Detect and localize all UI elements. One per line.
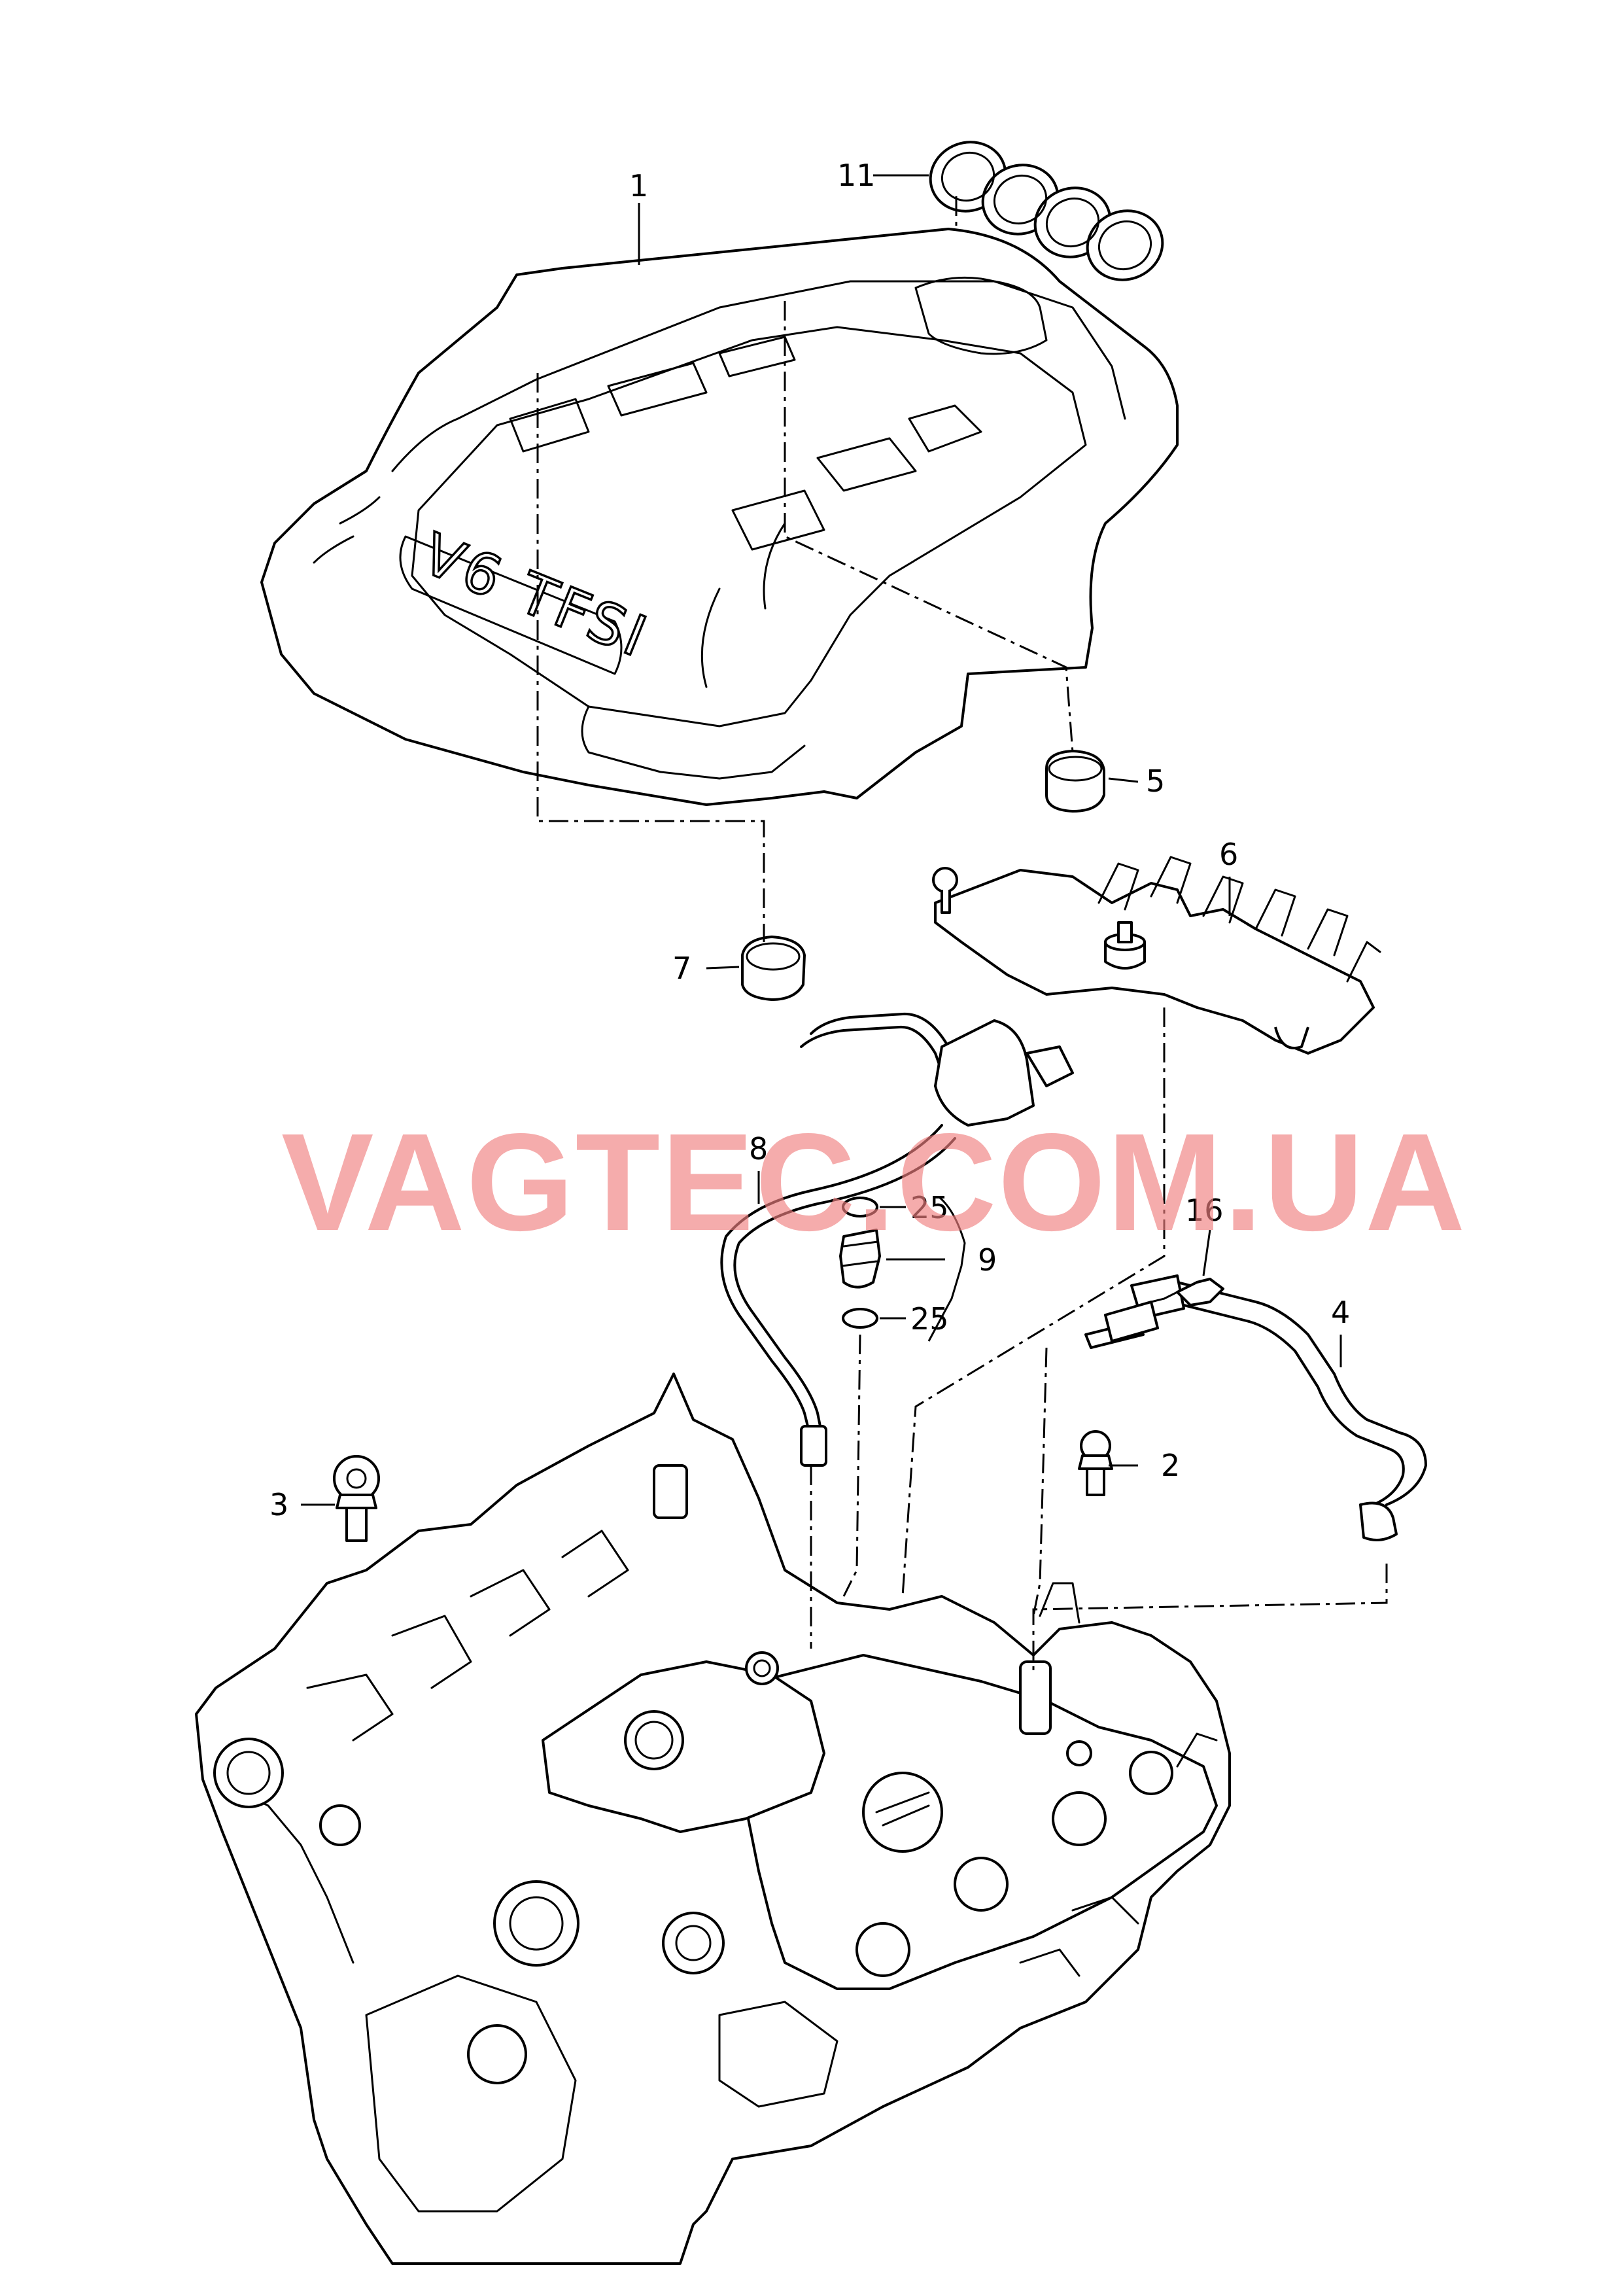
engine-block [195,1373,1231,2265]
callout-leaders [301,174,1342,1506]
seal-25-upper [842,1197,878,1218]
engine-cover: V6 TFSI [260,228,1179,806]
callout-8: 8 [749,1131,768,1166]
ball-stud-2 [1078,1430,1113,1496]
callout-11: 11 [837,158,876,193]
callout-25-lower: 25 [910,1301,949,1337]
vent-hose-4 [1084,1274,1427,1541]
breather-hose-8 [720,1012,1074,1467]
callout-5: 5 [1146,763,1165,799]
ball-stud-3 [333,1455,380,1542]
grommet-7 [741,936,806,1001]
callout-9: 9 [978,1242,997,1278]
callout-labels: 1 2 3 4 5 6 7 8 9 11 16 25 25 [269,158,1350,1522]
seal-25-lower [842,1308,878,1329]
callout-3: 3 [269,1487,288,1522]
callout-25-upper: 25 [910,1190,949,1225]
callout-1: 1 [629,168,648,203]
bracket [932,856,1381,1055]
callout-4: 4 [1331,1295,1350,1330]
callout-7: 7 [672,951,691,986]
grommet-5 [1045,750,1105,813]
assembly-lines [536,196,1388,1675]
bolt-16 [1150,1278,1224,1306]
watermark: VAGTEC.COM.UA [281,1104,1466,1259]
check-valve-9 [839,1197,881,1329]
callout-6: 6 [1219,837,1238,872]
callout-2: 2 [1161,1448,1180,1483]
emblem-rings [929,141,1164,281]
callout-16: 16 [1185,1193,1224,1228]
